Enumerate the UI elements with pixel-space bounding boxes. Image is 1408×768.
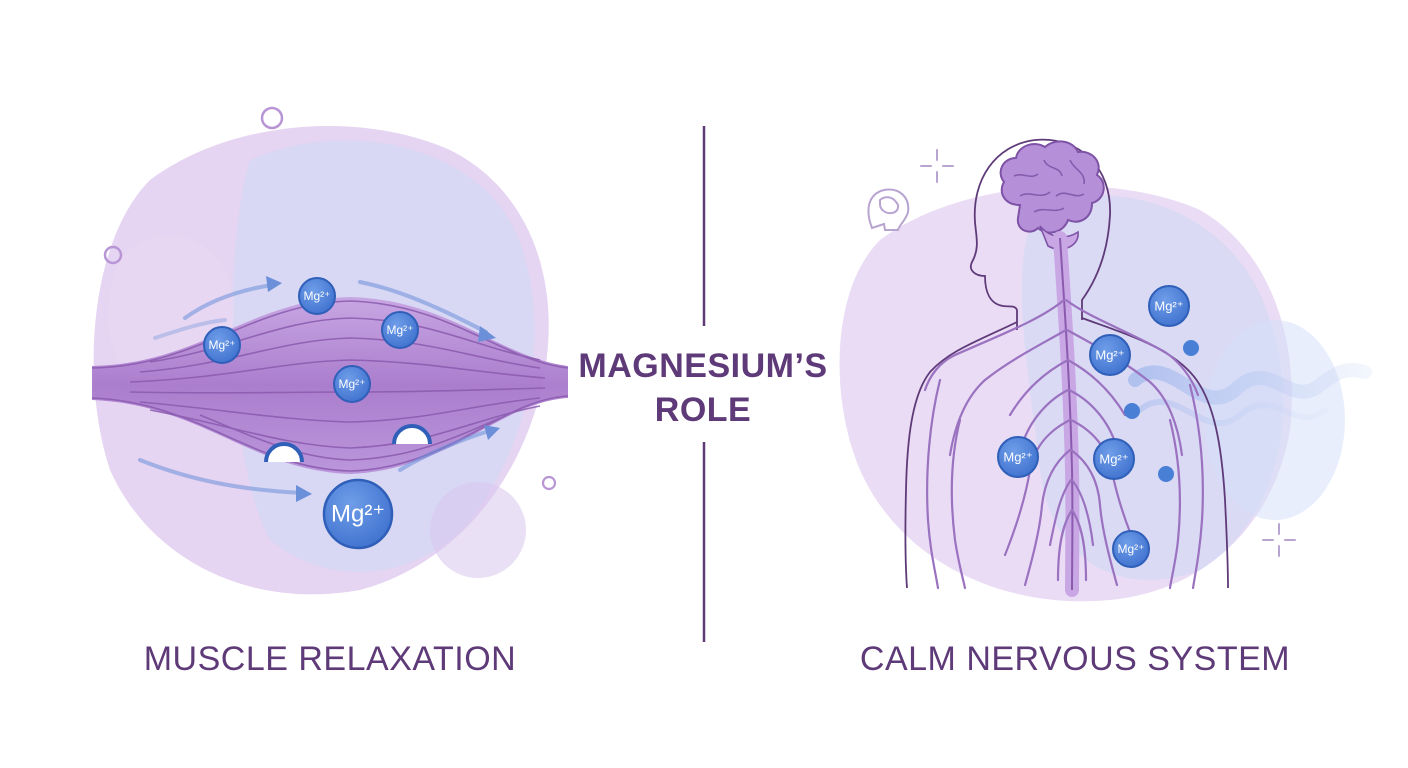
magnesium-ion: Mg²⁺ (1148, 285, 1190, 327)
ring-circle-icon (103, 245, 123, 265)
magnesium-ion: Mg²⁺ (1112, 530, 1150, 568)
main-title-line1: MAGNESIUM’S (578, 347, 828, 385)
ion-label: Mg²⁺ (339, 377, 366, 391)
magnesium-ion: Mg²⁺ (997, 436, 1039, 478)
ion-label: Mg²⁺ (1099, 452, 1128, 467)
head-brain-outline-icon (867, 188, 910, 231)
nerve-branches (923, 298, 1204, 590)
magnesium-ion: Mg²⁺ (298, 277, 336, 315)
magnesium-ion-large: Mg²⁺ (322, 478, 394, 550)
sparkle-plus-icon (920, 149, 954, 183)
magnesium-ion: Mg²⁺ (381, 311, 419, 349)
spinal-cord (1053, 231, 1080, 597)
left-panel-caption: MUSCLE RELAXATION (143, 640, 517, 678)
calming-wave (1128, 362, 1372, 426)
ion-dots (1124, 340, 1199, 482)
ring-circle-icon (541, 475, 557, 491)
ring-circle-icon (260, 106, 284, 130)
ion-label: Mg²⁺ (1095, 348, 1124, 363)
ion-label: Mg²⁺ (331, 501, 385, 528)
ion-label: Mg²⁺ (1003, 450, 1032, 465)
magnesium-ion: Mg²⁺ (1089, 334, 1131, 376)
ion-flow-arrows (138, 280, 494, 495)
ion-label: Mg²⁺ (387, 323, 414, 337)
sparkle-plus-icon (1262, 523, 1296, 557)
main-title: MAGNESIUM’S ROLE (548, 344, 858, 432)
magnesium-ion: Mg²⁺ (203, 326, 241, 364)
ion-label: Mg²⁺ (209, 338, 236, 352)
arrow-heads (266, 276, 500, 502)
magnesium-ion: Mg²⁺ (1093, 438, 1135, 480)
ion-label: Mg²⁺ (1154, 299, 1183, 314)
ion-label: Mg²⁺ (304, 289, 331, 303)
magnesium-ion: Mg²⁺ (333, 365, 371, 403)
main-title-line2: ROLE (654, 391, 752, 429)
ion-label: Mg²⁺ (1118, 542, 1145, 556)
right-panel-caption: CALM NERVOUS SYSTEM (859, 640, 1291, 678)
